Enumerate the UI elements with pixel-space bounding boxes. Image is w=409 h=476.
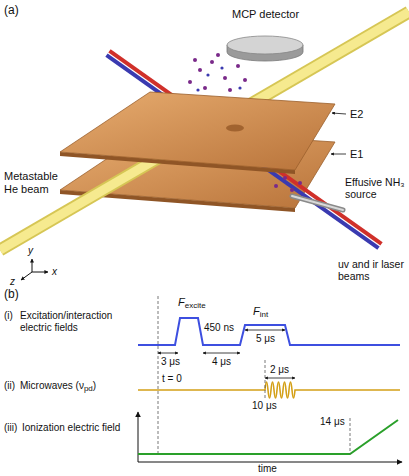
duration-label: 2 μs bbox=[270, 364, 289, 376]
plate-aperture bbox=[226, 125, 244, 132]
axis-label: y bbox=[28, 245, 33, 257]
mcp-detector bbox=[227, 36, 303, 61]
field-symbol: F bbox=[253, 305, 260, 318]
gas-nozzle bbox=[292, 196, 343, 210]
part-label: MCP detector bbox=[232, 8, 299, 21]
part-label: Effusive NH₃ source bbox=[345, 176, 405, 200]
trace-label: Microwaves (ν bbox=[20, 380, 84, 392]
plate-e2 bbox=[60, 92, 335, 174]
time-label: 14 μs bbox=[320, 416, 345, 428]
trace-number: (ii) bbox=[4, 380, 15, 392]
helium-beam bbox=[0, 12, 409, 250]
trace-number: (i) bbox=[4, 310, 13, 322]
axis-title: time bbox=[258, 463, 277, 475]
frequency-subscript: pd bbox=[84, 384, 93, 393]
t0-marker bbox=[158, 296, 159, 454]
detector-face bbox=[227, 36, 303, 54]
field-symbol: F bbox=[178, 296, 185, 309]
plate-face bbox=[60, 92, 335, 170]
panel-letter: (b) bbox=[4, 288, 19, 302]
time-marker bbox=[350, 418, 351, 454]
duration-label: 5 μs bbox=[256, 333, 275, 345]
leader-line bbox=[332, 113, 346, 114]
part-label: uv and ir laser beams bbox=[338, 258, 404, 282]
beam-outline bbox=[0, 12, 409, 250]
duration-label: 3 μs bbox=[161, 356, 180, 368]
coordinate-axes bbox=[21, 259, 48, 280]
gas-nozzle-highlight bbox=[292, 196, 343, 210]
part-label: E2 bbox=[350, 108, 363, 121]
leader-line bbox=[331, 154, 346, 155]
time-label: t = 0 bbox=[162, 373, 182, 385]
axis-label: z bbox=[10, 276, 15, 288]
beam-core bbox=[0, 12, 409, 250]
panel-letter: (a) bbox=[4, 4, 19, 18]
duration-label: 450 ns bbox=[204, 322, 234, 334]
dimension-arrow bbox=[203, 353, 240, 354]
ionization-trace bbox=[138, 420, 398, 454]
time-axis bbox=[138, 462, 402, 463]
dimension-arrow bbox=[158, 353, 178, 354]
part-label: E1 bbox=[350, 148, 363, 161]
field-trace bbox=[138, 318, 400, 345]
field-subscript: excite bbox=[185, 301, 206, 310]
dimension-arrow bbox=[245, 330, 285, 331]
ion-dots bbox=[188, 53, 302, 192]
trace-label: Excitation/interaction electric fields bbox=[20, 310, 132, 333]
duration-label: 4 μs bbox=[212, 356, 231, 368]
microwave-trace bbox=[138, 382, 400, 398]
time-marker bbox=[265, 360, 266, 398]
field-subscript: int bbox=[260, 310, 268, 319]
molecule-dots bbox=[196, 66, 289, 185]
axis-label: x bbox=[52, 266, 57, 278]
time-label: 10 μs bbox=[252, 400, 277, 412]
trace-number: (iii) bbox=[4, 422, 17, 434]
trace-label: ) bbox=[93, 380, 96, 392]
part-label: Metastable He beam bbox=[4, 170, 62, 195]
trace-label: Ionization electric field bbox=[22, 422, 122, 434]
dimension-arrow bbox=[265, 378, 295, 379]
